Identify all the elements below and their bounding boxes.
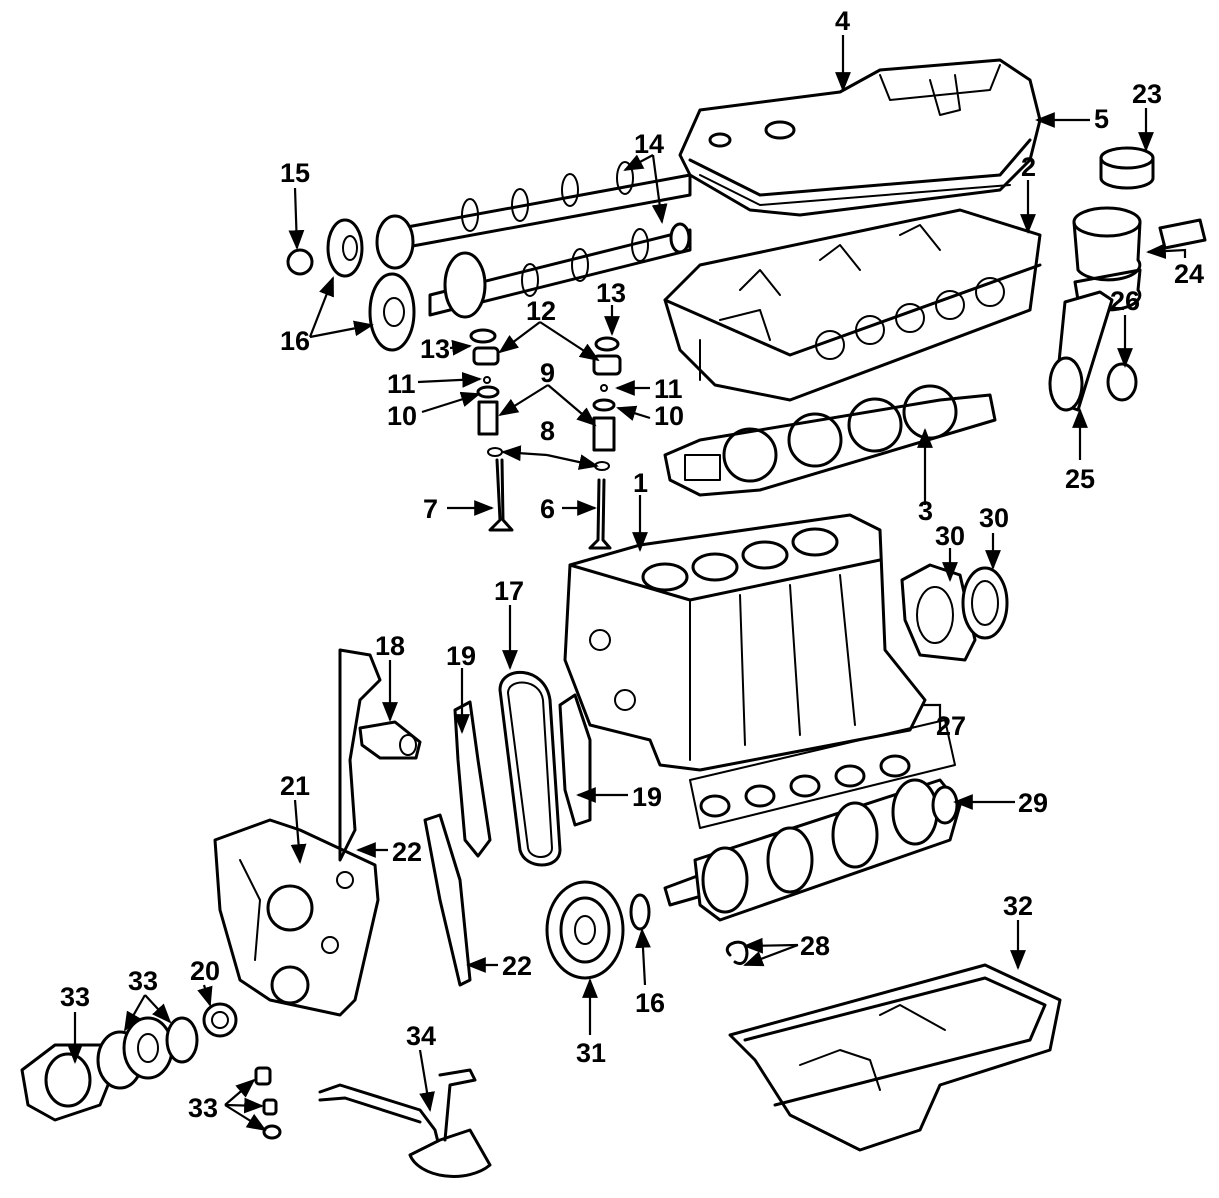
callout-20: 20	[190, 956, 220, 986]
callout-16a: 16	[280, 326, 310, 356]
callout-26: 26	[1110, 286, 1140, 316]
crank-pulley	[545, 880, 651, 980]
callout-6: 6	[540, 494, 555, 524]
callout-2: 2	[1021, 152, 1036, 182]
key	[725, 940, 749, 965]
callout-31: 31	[576, 1038, 606, 1068]
valve-train	[469, 328, 622, 550]
callout-30b: 30	[979, 503, 1009, 533]
callout-8: 8	[540, 416, 555, 446]
valve-cover	[678, 58, 1042, 217]
callout-30a: 30	[935, 521, 965, 551]
rear-seal	[900, 563, 1009, 662]
cylinder-block	[563, 513, 927, 772]
callout-7: 7	[423, 494, 438, 524]
callout-33c: 33	[188, 1093, 218, 1123]
callout-28: 28	[800, 931, 830, 961]
main-bearings	[689, 719, 956, 829]
callout-14: 14	[634, 129, 664, 159]
callout-33a: 33	[60, 982, 90, 1012]
callout-19a: 19	[446, 641, 476, 671]
oil-strainer	[318, 1068, 492, 1178]
camshafts	[375, 161, 692, 319]
callout-16b: 16	[635, 988, 665, 1018]
crankshaft	[663, 778, 962, 922]
cylinder-head	[663, 208, 1042, 402]
sensor	[358, 720, 422, 760]
timing-cover	[213, 818, 380, 1017]
callout-11a: 11	[387, 369, 416, 399]
callout-11b: 11	[654, 374, 683, 404]
callout-32: 32	[1003, 891, 1033, 921]
callout-1: 1	[633, 468, 648, 498]
timing-gaskets	[338, 648, 472, 987]
timing-chain	[453, 670, 592, 867]
callout-24: 24	[1174, 259, 1204, 289]
callout-9: 9	[540, 358, 555, 388]
callout-18: 18	[375, 631, 405, 661]
callout-13b: 13	[596, 278, 626, 308]
callout-15: 15	[280, 158, 310, 188]
leader-lines	[67, 35, 1187, 1132]
head-gasket	[663, 384, 997, 497]
callout-17: 17	[494, 576, 524, 606]
callout-3: 3	[918, 496, 933, 526]
callout-25: 25	[1065, 464, 1095, 494]
callout-34: 34	[406, 1021, 436, 1051]
oil-pan	[728, 963, 1062, 1152]
callout-4: 4	[835, 6, 850, 36]
callout-21: 21	[280, 771, 310, 801]
callout-10b: 10	[654, 401, 684, 431]
callout-5: 5	[1094, 104, 1109, 134]
callout-12: 12	[526, 296, 556, 326]
cam-gears	[286, 218, 416, 352]
callout-27: 27	[936, 711, 966, 741]
callout-10a: 10	[387, 401, 417, 431]
callout-13a: 13	[420, 334, 450, 364]
oil-pump	[20, 1016, 282, 1140]
callout-23: 23	[1132, 79, 1162, 109]
piston-assembly	[1048, 146, 1207, 412]
callout-22b: 22	[502, 951, 532, 981]
callout-29: 29	[1018, 788, 1048, 818]
callout-19b: 19	[632, 782, 662, 812]
callout-33b: 33	[128, 966, 158, 996]
front-seal	[202, 1002, 238, 1038]
callout-labels: 1 2 3 4 5 6 7 8 9 10 10 11 11 12 13 13 1…	[60, 6, 1204, 1123]
callout-22a: 22	[392, 837, 422, 867]
